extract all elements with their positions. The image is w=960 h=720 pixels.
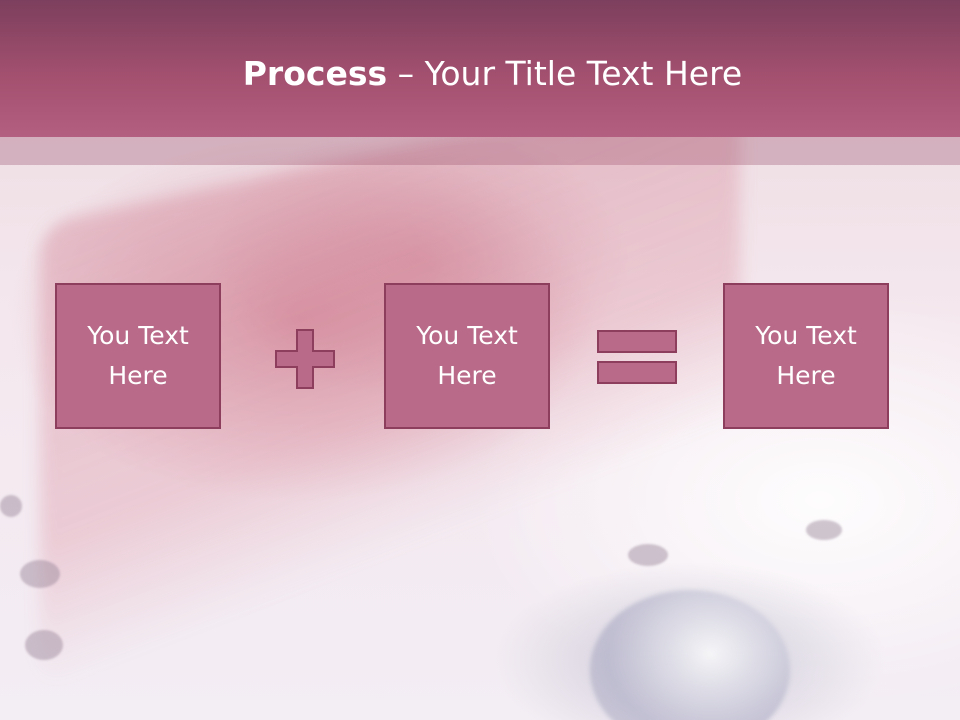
background-dot <box>20 560 60 588</box>
text-box-1-line-2: Here <box>108 361 168 390</box>
background-dot <box>0 495 22 517</box>
text-box-2-line-2: Here <box>437 361 497 390</box>
slide-title: Process – Your Title Text Here <box>0 52 960 96</box>
text-box-3-line-1: You Text <box>755 321 857 350</box>
text-box-2[interactable]: You Text Here <box>384 283 550 429</box>
text-box-1-label: You Text Here <box>73 316 203 396</box>
text-box-3-line-2: Here <box>776 361 836 390</box>
text-box-2-line-1: You Text <box>416 321 518 350</box>
background-dot <box>628 544 668 566</box>
equals-icon <box>597 330 677 384</box>
plus-icon <box>275 329 335 389</box>
title-bar-strip <box>0 137 960 165</box>
title-bar <box>0 0 960 137</box>
slide-title-bold: Process <box>242 54 388 93</box>
text-box-2-label: You Text Here <box>402 316 532 396</box>
text-box-1[interactable]: You Text Here <box>55 283 221 429</box>
text-box-3-label: You Text Here <box>741 316 871 396</box>
text-box-1-line-1: You Text <box>87 321 189 350</box>
background-dot <box>806 520 842 540</box>
background-dot <box>25 630 63 660</box>
text-box-3[interactable]: You Text Here <box>723 283 889 429</box>
slide-title-rest: – Your Title Text Here <box>387 54 743 93</box>
background-spoon-shape <box>590 590 790 720</box>
